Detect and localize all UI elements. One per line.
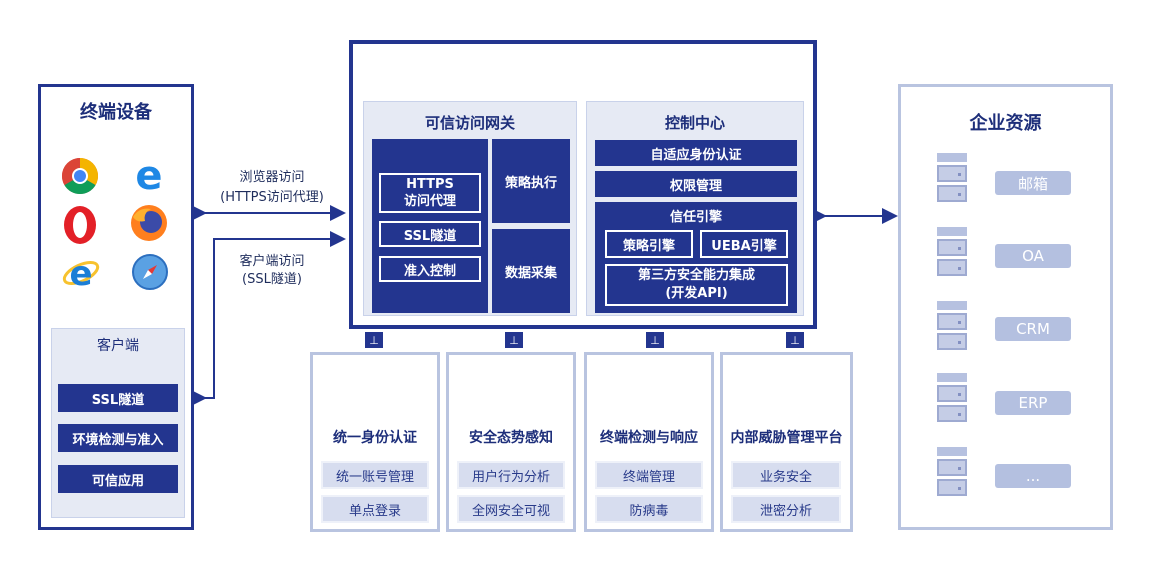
client-title: 客户端	[97, 338, 139, 354]
module-edr: 终端检测与响应 终端管理 防病毒	[584, 352, 714, 532]
opera-icon	[64, 206, 96, 244]
server-icon	[937, 301, 967, 353]
trust-engine-title: 信任引擎	[669, 209, 722, 225]
server-icon	[937, 447, 967, 499]
control-permission: 权限管理	[595, 171, 797, 197]
gateway-panel: 可信访问网关 HTTPS 访问代理 SSL隧道 准入控制 策略执行 数据采集	[363, 101, 577, 316]
resource-item: ...	[995, 464, 1071, 488]
ueba-engine: UEBA引擎	[700, 230, 788, 258]
resource-item: OA	[995, 244, 1071, 268]
module-item: 单点登录	[321, 495, 429, 523]
resource-item: CRM	[995, 317, 1071, 341]
client-arrow	[191, 231, 346, 406]
server-icon	[937, 373, 967, 425]
module-item: 泄密分析	[731, 495, 841, 523]
browser-access-label: 浏览器访问	[239, 169, 305, 185]
module-title: 统一身份认证	[333, 430, 417, 446]
trust-engine-block: 信任引擎 策略引擎 UEBA引擎 第三方安全能力集成 (开发API)	[595, 202, 797, 313]
third-party-title: 第三方安全能力集成	[637, 268, 755, 283]
ie-icon: e	[62, 254, 100, 293]
client-item-ssl: SSL隧道	[58, 384, 178, 412]
client-panel: 客户端 SSL隧道 环境检测与准入 可信应用	[51, 328, 185, 518]
module-title: 终端检测与响应	[600, 430, 698, 446]
chrome-icon	[61, 158, 99, 195]
svg-text:e: e	[135, 155, 162, 195]
resource-item: ERP	[995, 391, 1071, 415]
module-title: 安全态势感知	[469, 430, 553, 446]
control-adaptive-auth: 自适应身份认证	[595, 140, 797, 166]
gateway-left-block: HTTPS 访问代理 SSL隧道 准入控制	[372, 139, 488, 313]
client-item-env: 环境检测与准入	[58, 424, 178, 452]
plug-icon: ⊥	[786, 332, 804, 348]
module-identity: 统一身份认证 统一账号管理 单点登录	[310, 352, 440, 532]
gateway-ssl-tunnel: SSL隧道	[379, 221, 481, 247]
server-icon	[937, 227, 967, 279]
client-item-trusted-app: 可信应用	[58, 465, 178, 493]
firefox-icon	[131, 205, 167, 241]
gateway-access-control: 准入控制	[379, 256, 481, 282]
svg-text:e: e	[69, 254, 92, 293]
enterprise-panel: 企业资源 邮箱 OA CRM ERP ...	[898, 84, 1113, 530]
policy-engine: 策略引擎	[605, 230, 693, 258]
third-party-sub: (开发API)	[665, 286, 728, 301]
module-situation: 安全态势感知 用户行为分析 全网安全可视	[446, 352, 576, 532]
module-title: 内部威胁管理平台	[730, 430, 843, 446]
plug-icon: ⊥	[646, 332, 664, 348]
module-item: 全网安全可视	[457, 495, 565, 523]
control-center-panel: 控制中心 自适应身份认证 权限管理 信任引擎 策略引擎 UEBA引擎 第三方安全…	[586, 101, 804, 316]
module-item: 终端管理	[595, 461, 703, 489]
module-item: 统一账号管理	[321, 461, 429, 489]
module-item: 用户行为分析	[457, 461, 565, 489]
gateway-policy-exec: 策略执行	[492, 139, 570, 223]
control-center-title: 控制中心	[664, 113, 725, 132]
enterprise-title: 企业资源	[969, 113, 1042, 134]
browser-access-sub: (HTTPS访问代理)	[220, 189, 324, 205]
terminal-devices-title: 终端设备	[80, 102, 152, 123]
plug-icon: ⊥	[365, 332, 383, 348]
safari-icon	[132, 254, 168, 290]
gateway-https-proxy: HTTPS 访问代理	[379, 173, 481, 213]
resource-item: 邮箱	[995, 171, 1071, 195]
third-party-integration: 第三方安全能力集成 (开发API)	[605, 264, 788, 306]
gateway-title: 可信访问网关	[424, 113, 515, 132]
gateway-data-collect: 数据采集	[492, 229, 570, 313]
edge-icon: e	[135, 155, 162, 195]
terminal-devices-panel: 终端设备 e e 客户端 SSL隧道 环境检测与准入 可信应用	[38, 84, 194, 530]
module-insider-threat: 内部威胁管理平台 业务安全 泄密分析	[720, 352, 853, 532]
server-icon	[937, 153, 967, 205]
module-item: 业务安全	[731, 461, 841, 489]
module-item: 防病毒	[595, 495, 703, 523]
plug-icon: ⊥	[505, 332, 523, 348]
